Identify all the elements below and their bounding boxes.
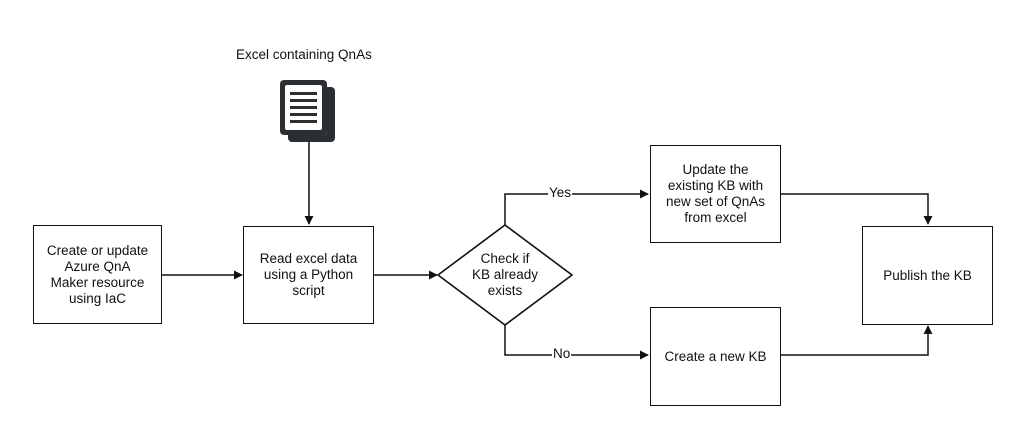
edge-label-yes: Yes [548, 185, 573, 201]
check-kb-diamond [436, 224, 574, 326]
edge-yes [504, 189, 649, 225]
node-create-kb: Create a new KB [650, 307, 781, 406]
document-caption: Excel containing QnAs [236, 47, 372, 62]
node-update-kb: Update the existing KB with new set of Q… [650, 145, 781, 243]
node-read-excel: Read excel data using a Python script [243, 226, 374, 324]
edge-create-to-publish [780, 325, 933, 356]
document-icon [280, 80, 335, 142]
node-check-kb: Check if KB already exists [471, 251, 539, 298]
edge-no [504, 325, 649, 360]
node-publish-kb: Publish the KB [862, 226, 993, 325]
node-create-resource: Create or update Azure QnA Maker resourc… [33, 225, 162, 324]
edge-label-no: No [552, 346, 572, 362]
edge-update-to-publish [780, 193, 933, 225]
